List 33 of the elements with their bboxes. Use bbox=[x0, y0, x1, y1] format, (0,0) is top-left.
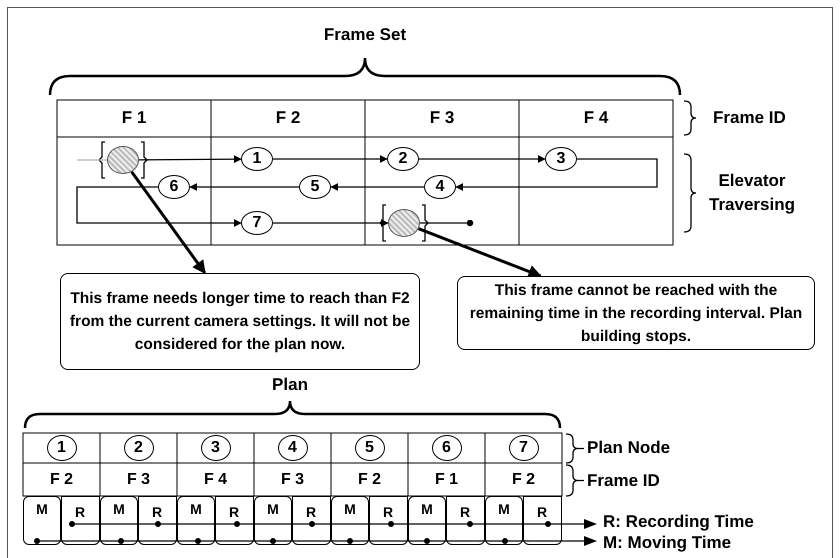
slot-letter: R bbox=[382, 504, 394, 520]
group-title: Plan bbox=[272, 375, 308, 395]
slot-letter: R bbox=[536, 504, 548, 520]
frame-id: F 2 bbox=[512, 471, 536, 489]
frame-id: F 3 bbox=[126, 471, 150, 489]
frame-id: F 3 bbox=[280, 471, 304, 489]
slot-letter: M bbox=[498, 501, 510, 517]
slot-letter: M bbox=[36, 501, 48, 517]
frame-id: F 1 bbox=[122, 108, 146, 128]
slot-letter: R bbox=[152, 504, 162, 520]
slot-letter: M bbox=[344, 501, 356, 517]
slot-letter: R bbox=[228, 504, 240, 520]
frame-id: F 2 bbox=[358, 471, 382, 489]
frame-id: F 2 bbox=[276, 108, 300, 128]
row-label: Frame ID bbox=[587, 471, 660, 491]
frame-id: F 2 bbox=[50, 471, 74, 489]
slot-letter: M bbox=[267, 501, 279, 517]
frame-id: F 4 bbox=[584, 108, 608, 128]
slot-letter: R bbox=[74, 504, 86, 520]
frame-id: F 4 bbox=[204, 471, 228, 489]
row-label: Frame ID bbox=[713, 108, 786, 128]
slot-letter: M bbox=[113, 501, 125, 517]
frame-id: F 1 bbox=[434, 471, 458, 489]
legend-text: M: Moving Time bbox=[603, 533, 732, 553]
row-label: Elevator Traversing bbox=[708, 170, 796, 216]
slot-letter: M bbox=[421, 501, 433, 517]
group-title: Frame Set bbox=[324, 25, 406, 45]
slot-letter: M bbox=[190, 501, 202, 517]
frame-id: F 3 bbox=[430, 108, 454, 128]
row-label: Plan Node bbox=[587, 438, 670, 458]
slot-letter: R bbox=[306, 504, 316, 520]
legend-text: R: Recording Time bbox=[603, 512, 754, 532]
slot-letter: R bbox=[460, 504, 470, 520]
